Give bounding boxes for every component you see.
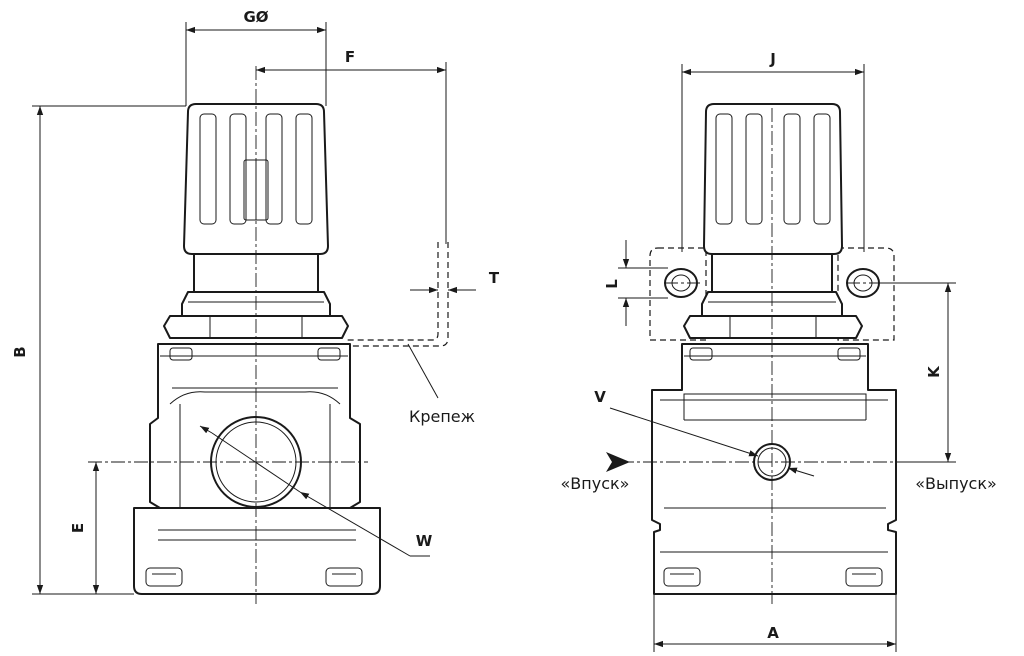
- dim-label-j: J: [769, 50, 776, 68]
- dim-label-w: W: [416, 532, 433, 550]
- inlet-caption: «Впуск»: [561, 474, 630, 493]
- dim-label-l: L: [603, 279, 621, 289]
- front-knob: [703, 103, 843, 255]
- dim-label-g: GØ: [243, 8, 268, 26]
- dim-label-f: F: [345, 48, 355, 66]
- regulator-body: [149, 343, 361, 509]
- dim-label-a: A: [767, 624, 779, 642]
- front-view: J L K V A «Впуск» «Выпуск»: [561, 50, 997, 652]
- mounting-bracket-outline: [344, 242, 449, 347]
- mounting-plate-outline: [649, 247, 707, 341]
- regulator-base: [133, 507, 381, 595]
- dim-label-e: E: [69, 523, 87, 533]
- outlet-caption: «Выпуск»: [915, 474, 997, 493]
- dim-label-v: V: [594, 388, 606, 406]
- dim-label-b: B: [11, 346, 29, 357]
- dim-label-k: K: [925, 365, 943, 378]
- front-body: [651, 343, 897, 595]
- side-view: GØ F T B E W Крепеж: [11, 8, 500, 604]
- inlet-flow-arrow: [606, 452, 630, 472]
- dim-label-t: T: [489, 269, 500, 287]
- mount-caption: Крепеж: [409, 407, 475, 426]
